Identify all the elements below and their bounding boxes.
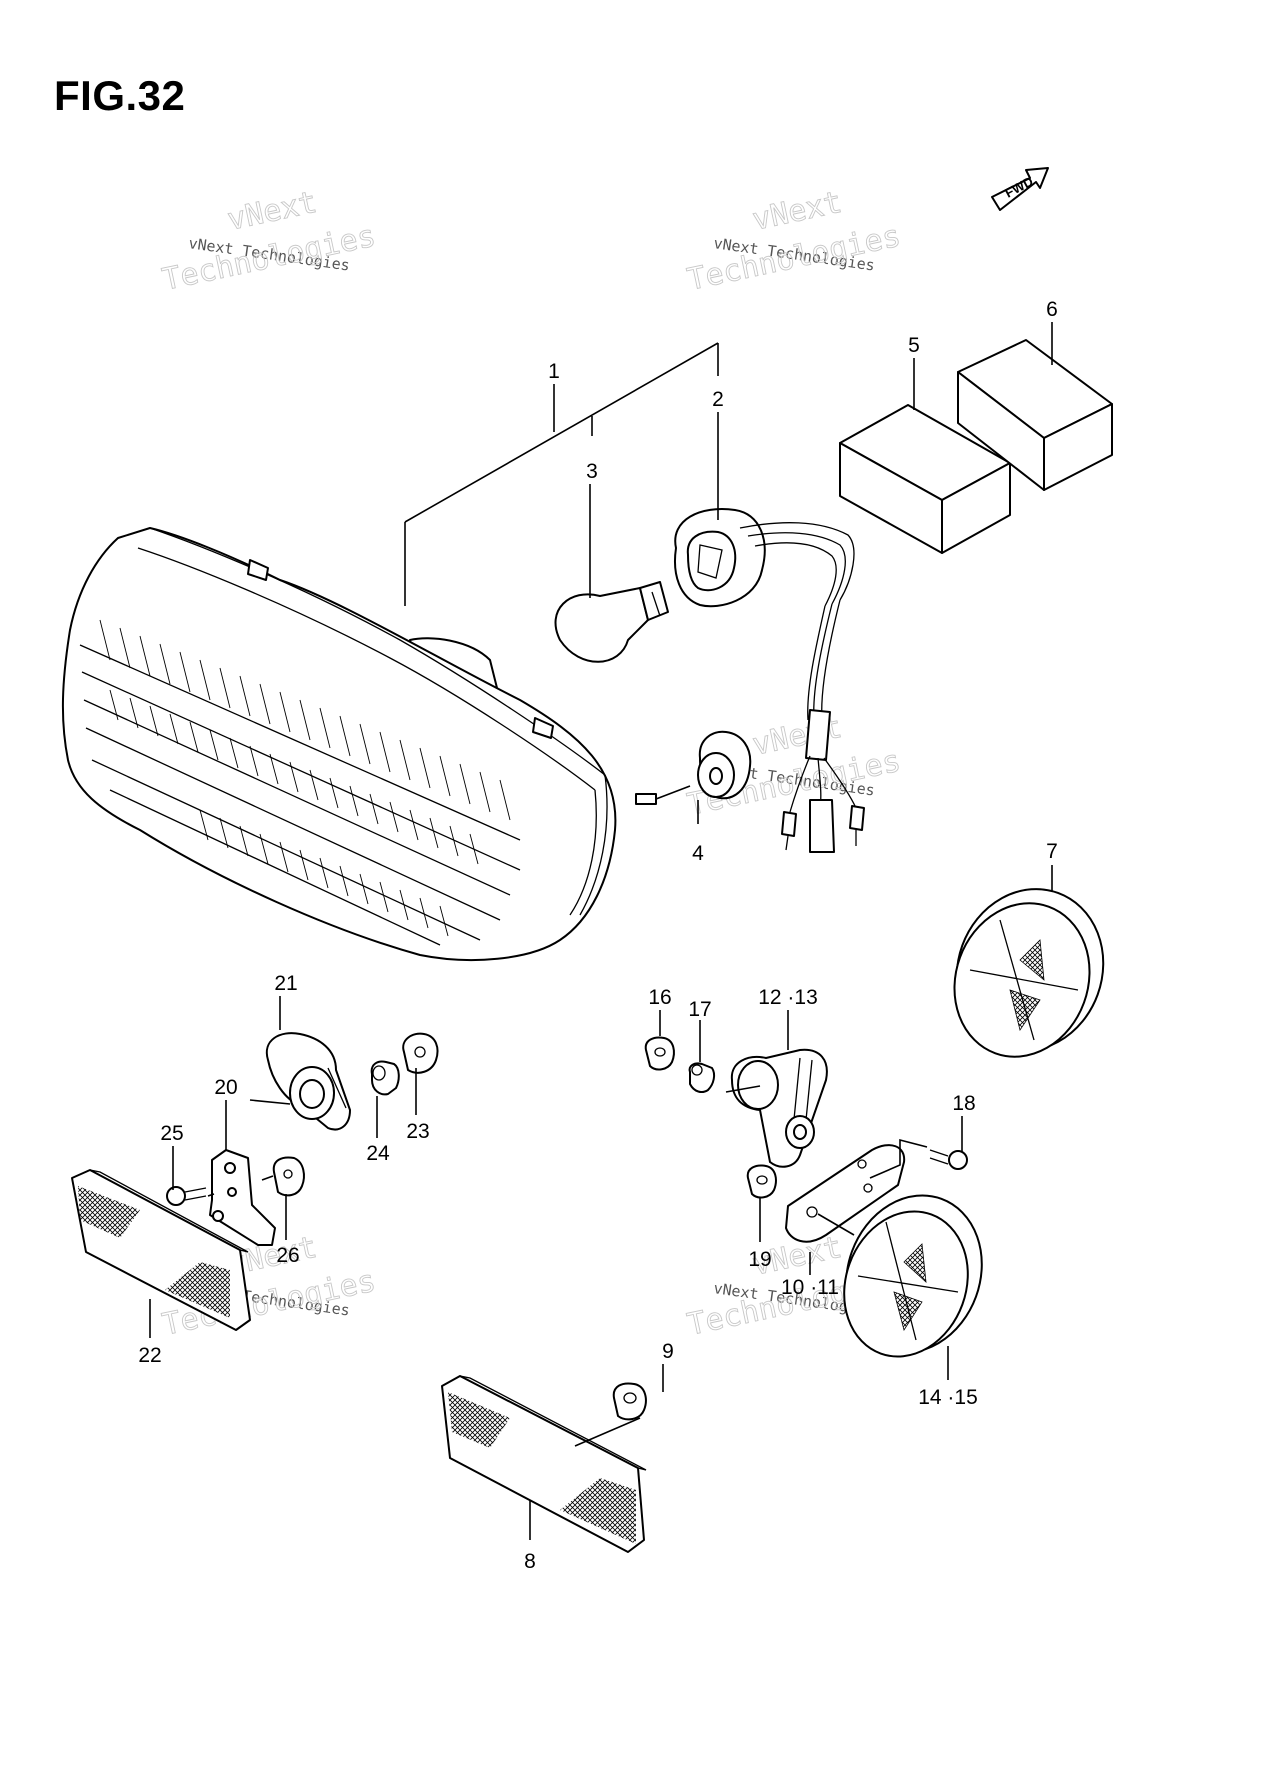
part-20-bracket (209, 1149, 276, 1246)
part-10-11-plate (785, 1144, 906, 1243)
callout-16: 16 (648, 986, 671, 1009)
callout-26: 26 (276, 1244, 299, 1267)
callout-24: 24 (366, 1142, 390, 1165)
callout-labels: 1 2 3 4 5 6 7 8 9 10 ·11 12 ·13 14 ·15 1… (138, 298, 1058, 1573)
part-6-block (957, 339, 1113, 491)
callout-10-11: 10 ·11 (781, 1276, 839, 1299)
callout-17: 17 (688, 998, 711, 1021)
figure-title: FIG.32 (54, 72, 186, 119)
leader-lines (149, 322, 1053, 1540)
fwd-label: FWD (1002, 174, 1035, 201)
callout-5: 5 (908, 334, 920, 357)
part-9-nut (612, 1382, 647, 1421)
svg-text:vNext: vNext (224, 185, 320, 238)
part-3-bulb (554, 581, 669, 663)
callout-20: 20 (214, 1076, 237, 1099)
svg-text:vNext: vNext (749, 185, 845, 238)
part-19-nut (746, 1164, 777, 1199)
part-14-15-round-lens (843, 1194, 983, 1358)
callout-6: 6 (1046, 298, 1058, 321)
svg-text:vNext: vNext (749, 710, 845, 763)
watermark-top-center: vNext vNext Technologies Technologies (684, 184, 904, 298)
part-16-nut (644, 1036, 675, 1071)
part-8-reflector (441, 1375, 647, 1553)
callout-23: 23 (406, 1120, 429, 1143)
part-17-collar (688, 1062, 716, 1093)
part-7-round-lens (953, 888, 1105, 1058)
fwd-arrow-badge: FWD (991, 167, 1049, 211)
part-24-collar (370, 1060, 400, 1096)
part-22-reflector (71, 1169, 251, 1331)
part-12-13-holder (730, 1048, 828, 1168)
watermark-top-left: vNext vNext Technologies Technologies (159, 184, 379, 298)
callout-21: 21 (274, 972, 297, 995)
part-4-grommet (697, 730, 752, 800)
part-23-nut (402, 1032, 439, 1074)
part-18-screw (929, 1149, 968, 1170)
part-2-socket-harness (674, 508, 865, 853)
part-26-nut (272, 1156, 305, 1197)
callout-19: 19 (748, 1248, 771, 1271)
callout-14-15: 14 ·15 (918, 1386, 978, 1409)
callout-1: 1 (548, 360, 560, 383)
svg-text:Technologies: Technologies (684, 219, 903, 298)
callout-8: 8 (524, 1550, 536, 1573)
callout-7: 7 (1046, 840, 1058, 863)
callout-2: 2 (712, 388, 724, 411)
callout-22: 22 (138, 1344, 161, 1367)
callout-4: 4 (692, 842, 704, 865)
svg-text:Technologies: Technologies (159, 219, 378, 298)
part-25-screw (166, 1186, 207, 1206)
callout-9: 9 (662, 1340, 674, 1363)
part-21-holder (265, 1032, 351, 1131)
callout-18: 18 (952, 1092, 975, 1115)
callout-3: 3 (586, 460, 598, 483)
part-1-tail-lamp (61, 527, 691, 961)
part-5-block (839, 404, 1011, 554)
callout-12-13: 12 ·13 (758, 986, 818, 1009)
callout-25: 25 (160, 1122, 183, 1145)
